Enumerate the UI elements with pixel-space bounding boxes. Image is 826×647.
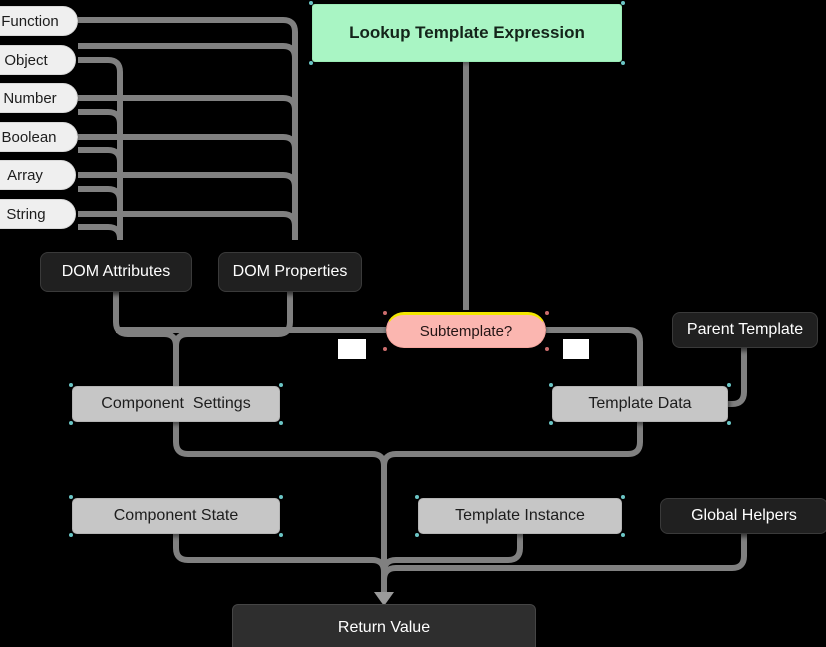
node-return-value[interactable]: Return Value <box>232 604 536 647</box>
type-pill-object-label: Object <box>4 51 48 69</box>
node-dom-properties[interactable]: DOM Properties <box>218 252 362 292</box>
node-dom-attributes[interactable]: DOM Attributes <box>40 252 192 292</box>
type-pill-boolean[interactable]: Boolean <box>0 122 78 152</box>
node-subtemplate-decision-label: Subtemplate? <box>419 322 513 340</box>
node-component-settings[interactable]: Component Settings <box>69 383 283 425</box>
node-component-state[interactable]: Component State <box>69 495 283 537</box>
type-pill-boolean-label: Boolean <box>1 128 57 146</box>
type-pill-function[interactable]: Function <box>0 6 78 36</box>
node-return-value-label: Return Value <box>337 619 431 636</box>
node-dom-attributes-label: DOM Attributes <box>61 263 171 280</box>
edge-label-subtemplate-left <box>338 339 366 359</box>
type-pill-number-label: Number <box>3 89 57 107</box>
node-parent-template-label: Parent Template <box>686 321 804 338</box>
node-dom-properties-label: DOM Properties <box>232 263 348 280</box>
node-template-data-label: Template Data <box>588 395 692 412</box>
type-pill-function-label: Function <box>1 12 59 30</box>
node-component-settings-label: Component Settings <box>101 395 251 412</box>
type-pill-string[interactable]: String <box>0 199 76 229</box>
node-lookup-template-expression[interactable]: Lookup Template Expression <box>309 1 625 65</box>
type-pill-array[interactable]: Array <box>0 160 76 190</box>
node-template-instance-label: Template Instance <box>455 507 585 524</box>
edge-label-subtemplate-right <box>563 339 589 359</box>
node-lookup-template-expression-label: Lookup Template Expression <box>349 23 585 42</box>
node-global-helpers-label: Global Helpers <box>691 507 797 524</box>
node-global-helpers[interactable]: Global Helpers <box>660 498 826 534</box>
node-component-state-label: Component State <box>113 507 239 524</box>
node-subtemplate-decision[interactable]: Subtemplate? <box>383 311 549 351</box>
node-template-data[interactable]: Template Data <box>549 383 731 425</box>
type-pill-array-label: Array <box>7 166 43 184</box>
node-template-instance[interactable]: Template Instance <box>415 495 625 537</box>
type-pill-number[interactable]: Number <box>0 83 78 113</box>
type-pill-string-label: String <box>6 205 46 223</box>
type-pill-object[interactable]: Object <box>0 45 76 75</box>
node-parent-template[interactable]: Parent Template <box>672 312 818 348</box>
